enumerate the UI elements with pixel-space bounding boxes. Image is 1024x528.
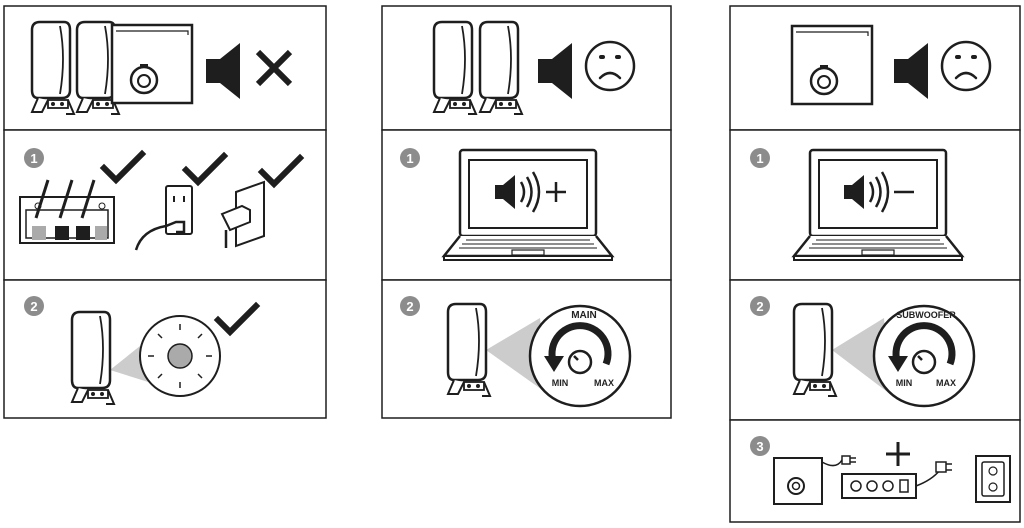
max-label: MAX: [936, 378, 956, 388]
knob-icon: [874, 306, 974, 406]
step-number: 1: [30, 151, 37, 166]
speakers-icon: [30, 20, 76, 116]
wall-outlet-icon: [975, 455, 1011, 503]
speaker-icon: [792, 302, 838, 398]
cross-icon: [255, 49, 293, 87]
speaker-icon: [446, 302, 492, 398]
zoom-beam: [832, 318, 890, 394]
sad-face-icon: [940, 40, 992, 92]
knob-label: MAIN: [571, 310, 597, 321]
header-panel: [381, 5, 672, 131]
step-number: 1: [756, 151, 763, 166]
subwoofer-icon: [790, 24, 874, 106]
speakers-icon: [432, 20, 478, 116]
column-2: 1 2 MAIN MIN MAX: [381, 5, 672, 419]
speaker-icon: [70, 310, 116, 406]
subwoofer-icon: [773, 455, 856, 505]
step-number: 2: [756, 299, 763, 314]
wall-outlet-icon: [134, 185, 193, 251]
speakers-icon: [478, 20, 524, 116]
knob-icon: [530, 306, 630, 406]
column-1: 1 2: [3, 5, 327, 419]
terminal-connection-icon: [19, 179, 115, 244]
min-label: MIN: [896, 378, 913, 388]
subwoofer-icon: [110, 23, 194, 105]
step-number: 3: [756, 439, 763, 454]
volume-down-icon: [842, 170, 914, 214]
sad-face-icon: [584, 40, 636, 92]
step-number: 2: [406, 299, 413, 314]
step-number: 2: [30, 299, 37, 314]
plus-icon: [886, 442, 910, 466]
power-input-icon: [220, 180, 265, 248]
volume-up-icon: [493, 170, 566, 214]
power-strip-icon: [841, 461, 952, 499]
knob-label: SUBWOOFER: [896, 310, 956, 320]
min-label: MIN: [552, 378, 569, 388]
column-3: 1 2 SUBWOOFER MIN MAX 3: [729, 5, 1021, 523]
step-number: 1: [406, 151, 413, 166]
max-label: MAX: [594, 378, 614, 388]
power-light-icon: [139, 315, 221, 397]
